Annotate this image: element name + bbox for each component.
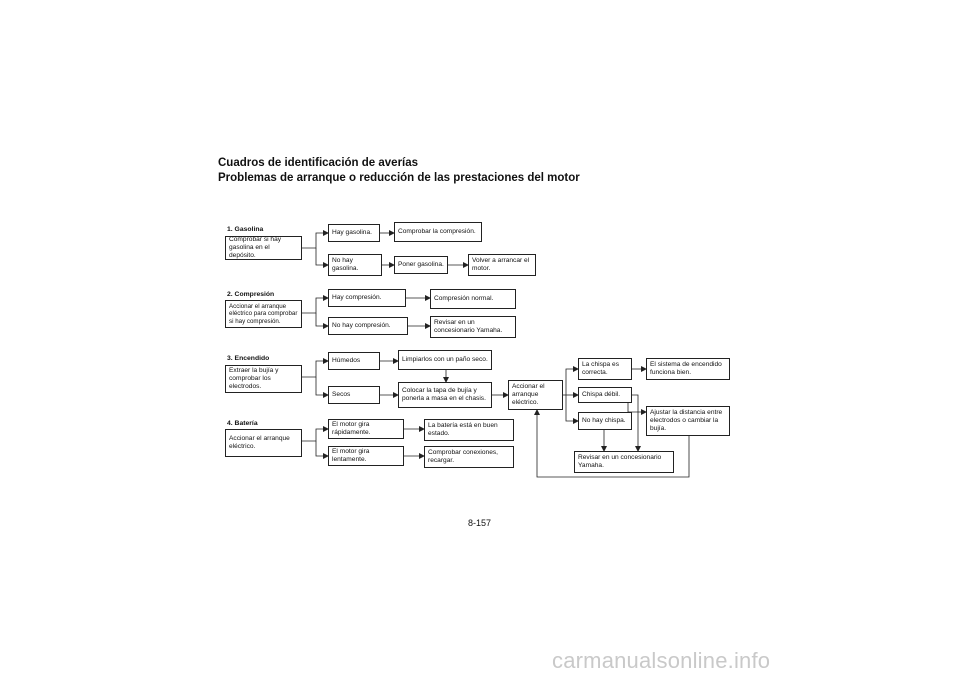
compresion-no-result-box: Revisar en un concesionario Yamaha. [430, 316, 516, 338]
encendido-check-box: Extraer la bujía y comprobar los electro… [225, 365, 302, 393]
encendido-start-box: Accionar el arranque eléctrico. [508, 380, 563, 410]
section-title-compresion: 2. Compresión [227, 291, 275, 298]
encendido-dry-box: Secos [328, 386, 380, 404]
compresion-yes-result-box: Compresión normal. [430, 289, 516, 309]
watermark: carmanualsonline.info [552, 648, 771, 673]
compresion-check-box: Accionar el arranque eléctrico para comp… [225, 300, 302, 328]
compresion-yes-box: Hay compresión. [328, 289, 406, 307]
page-subtitle: Problemas de arranque o reducción de las… [218, 172, 580, 184]
page-title: Cuadros de identificación de averías [218, 157, 419, 169]
encendido-adjust-box: Ajustar la distancia entre electrodos o … [646, 406, 730, 436]
gasolina-check-box: Comprobar si hay gasolina en el depósito… [225, 236, 302, 260]
encendido-spark-ok-box: La chispa es correcta. [578, 358, 632, 380]
compresion-no-box: No hay compresión. [328, 317, 408, 335]
encendido-wet-box: Húmedos [328, 352, 380, 370]
gasolina-yes-action-box: Comprobar la compresión. [394, 222, 482, 242]
encendido-spark-ok-result-box: El sistema de encendido funciona bien. [646, 358, 730, 380]
encendido-wet-action-box: Limpiarlos con un paño seco. [398, 350, 492, 370]
gasolina-yes-box: Hay gasolina. [328, 224, 380, 242]
gasolina-no-action-box: Poner gasolina. [394, 256, 448, 274]
section-title-encendido: 3. Encendido [227, 355, 270, 362]
encendido-no-spark-box: No hay chispa. [578, 412, 632, 430]
encendido-dry-action-box: Colocar la tapa de bujía y ponerla a mas… [398, 382, 492, 408]
bateria-slow-result-box: Comprobar conexiones, recargar. [424, 446, 514, 468]
section-title-bateria: 4. Batería [227, 420, 258, 427]
gasolina-no-result-box: Volver a arrancar el motor. [468, 254, 536, 276]
page-number: 8-157 [468, 518, 492, 528]
encendido-dealer-box: Revisar en un concesionario Yamaha. [574, 451, 674, 473]
section-title-gasolina: 1. Gasolina [227, 226, 264, 233]
bateria-slow-box: El motor gira lentamente. [328, 446, 404, 466]
encendido-spark-weak-box: Chispa débil. [578, 387, 632, 403]
bateria-check-box: Accionar el arranque eléctrico. [225, 429, 302, 457]
bateria-fast-box: El motor gira rápidamente. [328, 419, 404, 439]
bateria-fast-result-box: La batería está en buen estado. [424, 419, 514, 441]
gasolina-no-box: No hay gasolina. [328, 254, 382, 276]
